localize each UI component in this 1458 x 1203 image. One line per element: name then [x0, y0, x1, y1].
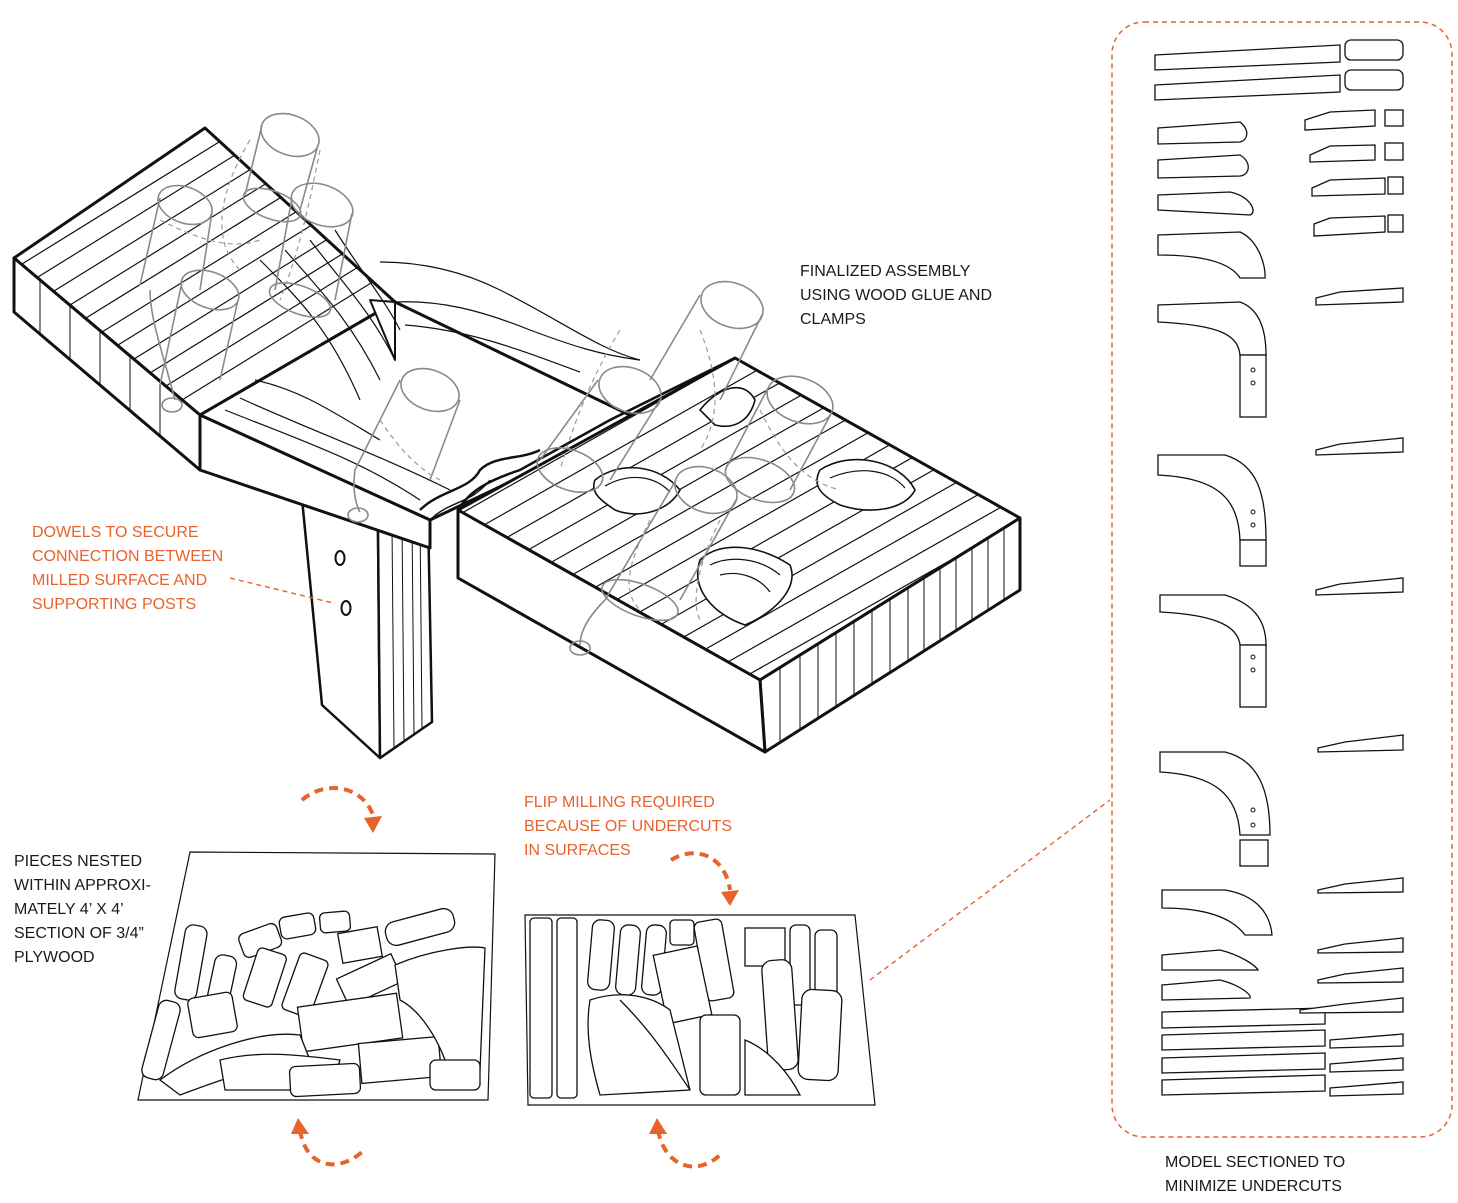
- sectioned-model-panel: [1111, 21, 1453, 1138]
- ghost-bottle-dashes: [159, 139, 841, 621]
- support-post: [298, 476, 434, 760]
- section-pieces: [1154, 39, 1404, 1097]
- dowels-label: DOWELS TO SECURE CONNECTION BETWEEN MILL…: [32, 524, 224, 613]
- flip-milling-label: FLIP MILLING REQUIRED BECAUSE OF UNDERCU…: [524, 794, 733, 859]
- nested-pieces: [141, 907, 486, 1098]
- nested-pieces-label: PIECES NESTED WITHIN APPROXI- MATELY 4’ …: [14, 853, 151, 966]
- assembly-label: FINALIZED ASSEMBLY USING WOOD GLUE AND C…: [800, 263, 993, 328]
- plywood-sheet-2: [524, 914, 876, 1106]
- dowel-hole-icon: [334, 550, 352, 616]
- section-dowel-holes: [1250, 367, 1256, 828]
- plywood-sheet-1: [137, 851, 496, 1101]
- model-sectioned-label: MODEL SECTIONED TO MINIMIZE UNDERCUTS: [1165, 1154, 1346, 1195]
- right-slab: [456, 356, 1022, 754]
- arrowhead-icon: [291, 816, 739, 1134]
- leader-lines: [229, 577, 1111, 981]
- flip-arrow-icon: [298, 786, 732, 1169]
- nested-pieces: [529, 917, 843, 1099]
